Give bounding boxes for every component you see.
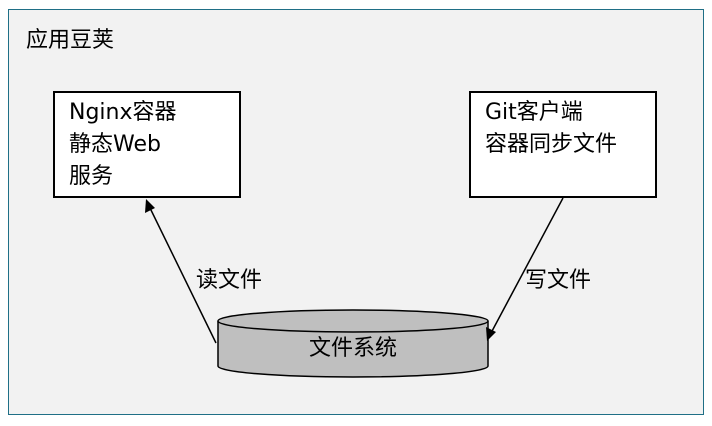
git-label-line-1: Git客户端 xyxy=(485,100,583,125)
pod-title: 应用豆荚 xyxy=(26,28,115,53)
write-file-arrow xyxy=(486,197,564,341)
nginx-label-line-2: 静态Web xyxy=(69,131,161,157)
git-client-container-box: Git客户端 容器同步文件 xyxy=(469,91,657,198)
git-label-line-2: 容器同步文件 xyxy=(485,131,618,157)
filesystem-label: 文件系统 xyxy=(308,336,397,361)
nginx-label-line-3: 服务 xyxy=(69,163,114,189)
nginx-label-line-1: Nginx容器 xyxy=(69,100,177,125)
write-file-label: 写文件 xyxy=(525,268,592,293)
nginx-container-box: Nginx容器 静态Web 服务 xyxy=(53,91,241,198)
read-file-arrow xyxy=(145,199,217,344)
filesystem-cylinder xyxy=(217,309,489,378)
read-file-label: 读文件 xyxy=(196,268,263,293)
